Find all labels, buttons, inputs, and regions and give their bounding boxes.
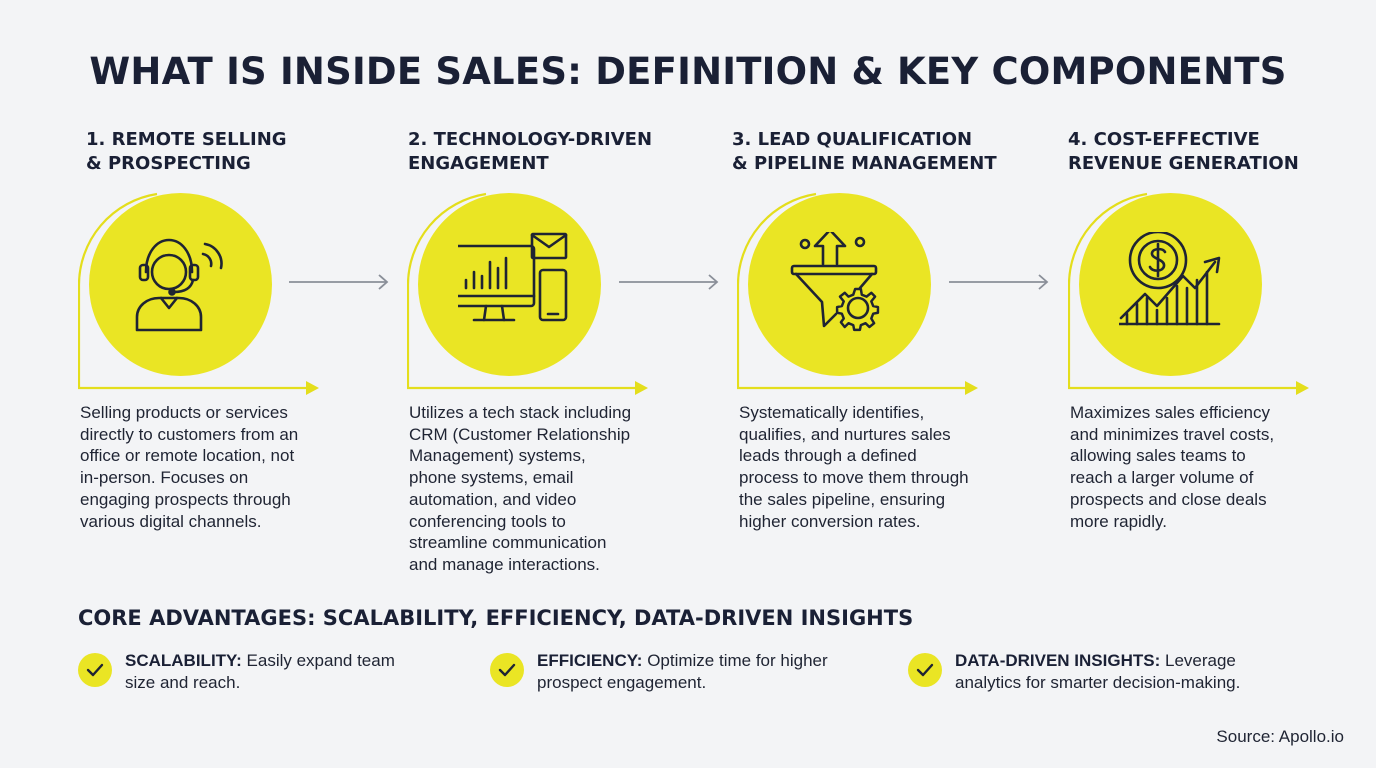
check-icon <box>78 653 112 687</box>
check-icon <box>908 653 942 687</box>
advantage-text: EFFICIENCY: Optimize time for higher pro… <box>537 651 828 692</box>
step-title: 2. TECHNOLOGY-DRIVEN ENGAGEMENT <box>408 129 653 174</box>
bracket-frame <box>407 192 648 395</box>
source-credit: Source: Apollo.io <box>1216 727 1344 746</box>
step-description: Systematically identifies, qualifies, an… <box>739 403 969 531</box>
bracket-frame <box>78 192 319 395</box>
icon-circle <box>748 193 931 376</box>
step-title: 4. COST-EFFECTIVE REVENUE GENERATION <box>1068 129 1299 174</box>
step-description: Utilizes a tech stack including CRM (Cus… <box>409 403 632 574</box>
step-title: 3. LEAD QUALIFICATION & PIPELINE MANAGEM… <box>732 129 997 174</box>
dollar-growth-chart-icon <box>1119 232 1221 326</box>
flow-arrow <box>289 274 389 290</box>
bracket-frame <box>737 192 978 395</box>
bracket-frame <box>1068 192 1309 395</box>
step-description: Selling products or services directly to… <box>80 403 299 531</box>
step-title: 1. REMOTE SELLING & PROSPECTING <box>86 129 287 174</box>
step-description: Maximizes sales efficiency and minimizes… <box>1070 403 1275 531</box>
advantages-heading: CORE ADVANTAGES: SCALABILITY, EFFICIENCY… <box>78 606 914 630</box>
check-icon <box>490 653 524 687</box>
flow-arrow <box>619 274 719 290</box>
headset-agent-icon <box>135 238 223 332</box>
flow-arrow <box>949 274 1049 290</box>
monitor-email-phone-icon <box>458 232 568 322</box>
advantage-text: SCALABILITY: Easily expand team size and… <box>125 651 395 692</box>
page-title: WHAT IS INSIDE SALES: DEFINITION & KEY C… <box>89 50 1287 93</box>
icon-circle <box>418 193 601 376</box>
funnel-gear-icon <box>790 232 880 332</box>
advantage-text: DATA-DRIVEN INSIGHTS: Leverage analytics… <box>955 651 1241 692</box>
